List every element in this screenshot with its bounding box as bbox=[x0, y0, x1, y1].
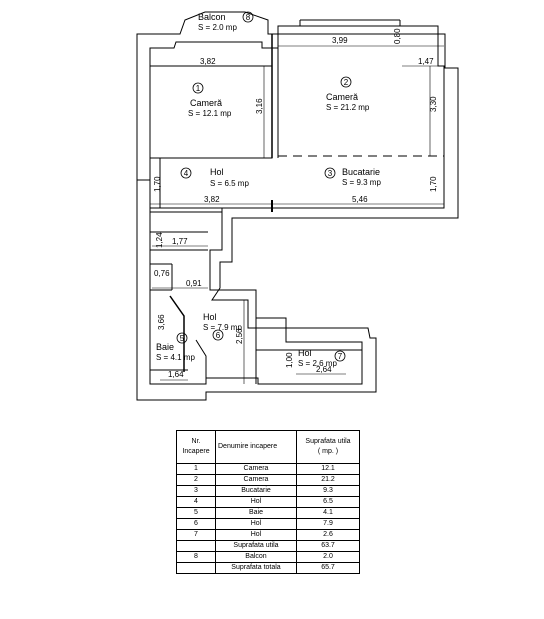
room-8-area: S = 2.0 mp bbox=[198, 23, 237, 32]
room-6-number: 6 bbox=[216, 331, 221, 340]
row-name: Bucatarie bbox=[215, 485, 297, 497]
room-5-name: Baie bbox=[156, 342, 174, 352]
row-nr: 6 bbox=[176, 518, 216, 530]
room-6-area: S = 7.9 mp bbox=[203, 323, 242, 332]
row-area: 12.1 bbox=[296, 463, 360, 475]
room-1-name: Cameră bbox=[190, 98, 222, 108]
row-name: Hol bbox=[215, 518, 297, 530]
dim-room1-height: 3,16 bbox=[255, 98, 264, 114]
row-area: 4.1 bbox=[296, 507, 360, 519]
dim-kitchen-height: 1,70 bbox=[429, 176, 438, 192]
row-area: 21.2 bbox=[296, 474, 360, 486]
dim-bath-door: 0,91 bbox=[186, 279, 202, 288]
dim-closet-height: 1,24 bbox=[155, 232, 164, 248]
total-blank bbox=[176, 562, 216, 574]
balcony-nr: 8 bbox=[176, 551, 216, 563]
dim-kitchen-width: 5,46 bbox=[352, 195, 368, 204]
room-3-area: S = 9.3 mp bbox=[342, 178, 381, 187]
subtotal-blank bbox=[176, 540, 216, 552]
room-2-area: S = 21.2 mp bbox=[326, 103, 370, 112]
row-name: Camera bbox=[215, 474, 297, 486]
row-name: Hol bbox=[215, 496, 297, 508]
header-nr: Nr. Incapere bbox=[176, 430, 216, 464]
header-name: Denumire incapere bbox=[215, 430, 297, 464]
subtotal-label: Suprafata utila bbox=[215, 540, 297, 552]
dim-hol6-height: 2,50 bbox=[235, 328, 244, 344]
inner-wall bbox=[149, 25, 445, 385]
area-table: Nr. Incapere Denumire incapere Suprafata… bbox=[176, 430, 360, 574]
balcony-name: Balcon bbox=[215, 551, 297, 563]
table-header: Nr. Incapere Denumire incapere Suprafata… bbox=[176, 430, 360, 464]
total-value: 65.7 bbox=[296, 562, 360, 574]
row-name: Camera bbox=[215, 463, 297, 475]
total-label: Suprafata totala bbox=[215, 562, 297, 574]
room-7-area: S = 2.6 mp bbox=[298, 359, 337, 368]
row-nr: 4 bbox=[176, 496, 216, 508]
dim-room1-width: 3,82 bbox=[200, 57, 216, 66]
dim-hol-height: 1,70 bbox=[153, 176, 162, 192]
room-7-name: Hol bbox=[298, 348, 312, 358]
room-5-number: 5 bbox=[180, 334, 185, 343]
row-name: Hol bbox=[215, 529, 297, 541]
room-2-name: Cameră bbox=[326, 92, 358, 102]
dim-hol-width: 3,82 bbox=[204, 195, 220, 204]
row-nr: 3 bbox=[176, 485, 216, 497]
dim-hol7-height: 1,00 bbox=[285, 352, 294, 368]
room-3-number: 3 bbox=[328, 169, 333, 178]
dim-room2-height: 3,30 bbox=[429, 96, 438, 112]
dim-bath-width: 1,64 bbox=[168, 370, 184, 379]
row-nr: 7 bbox=[176, 529, 216, 541]
dimension-lines bbox=[150, 45, 444, 384]
room-4-name: Hol bbox=[210, 167, 224, 177]
subtotal-value: 63.7 bbox=[296, 540, 360, 552]
floor-plan: 1 2 3 4 5 6 7 8 Cameră S = 12.1 mp Camer… bbox=[136, 11, 459, 401]
row-nr: 1 bbox=[176, 463, 216, 475]
room-6-name: Hol bbox=[203, 312, 217, 322]
dim-room2-width: 3,99 bbox=[332, 36, 348, 45]
room-4-area: S = 6.5 mp bbox=[210, 179, 249, 188]
row-name: Baie bbox=[215, 507, 297, 519]
room-1-number: 1 bbox=[196, 84, 201, 93]
dim-hol7-width: 2,64 bbox=[316, 365, 332, 374]
row-nr: 2 bbox=[176, 474, 216, 486]
room-2-number: 2 bbox=[344, 78, 349, 87]
room-3-name: Bucatarie bbox=[342, 167, 380, 177]
dim-window-depth: 0,80 bbox=[393, 28, 402, 44]
row-area: 2.6 bbox=[296, 529, 360, 541]
room-7-number: 7 bbox=[338, 352, 343, 361]
room-8-name: Balcon bbox=[198, 12, 226, 22]
row-area: 6.5 bbox=[296, 496, 360, 508]
dim-niche-width: 1,47 bbox=[418, 57, 434, 66]
balcony-area: 2.0 bbox=[296, 551, 360, 563]
header-area: Suprafata utila ( mp. ) bbox=[296, 430, 360, 464]
row-area: 9.3 bbox=[296, 485, 360, 497]
room-5-area: S = 4.1 mp bbox=[156, 353, 195, 362]
room-8-number: 8 bbox=[246, 13, 251, 22]
room-1-area: S = 12.1 mp bbox=[188, 109, 232, 118]
room-4-number: 4 bbox=[184, 169, 189, 178]
dim-bath-niche: 0,76 bbox=[154, 269, 170, 278]
row-nr: 5 bbox=[176, 507, 216, 519]
row-area: 7.9 bbox=[296, 518, 360, 530]
bath-door bbox=[169, 295, 185, 372]
dim-bath-height: 3,66 bbox=[157, 314, 166, 330]
dim-closet-width: 1,77 bbox=[172, 237, 188, 246]
